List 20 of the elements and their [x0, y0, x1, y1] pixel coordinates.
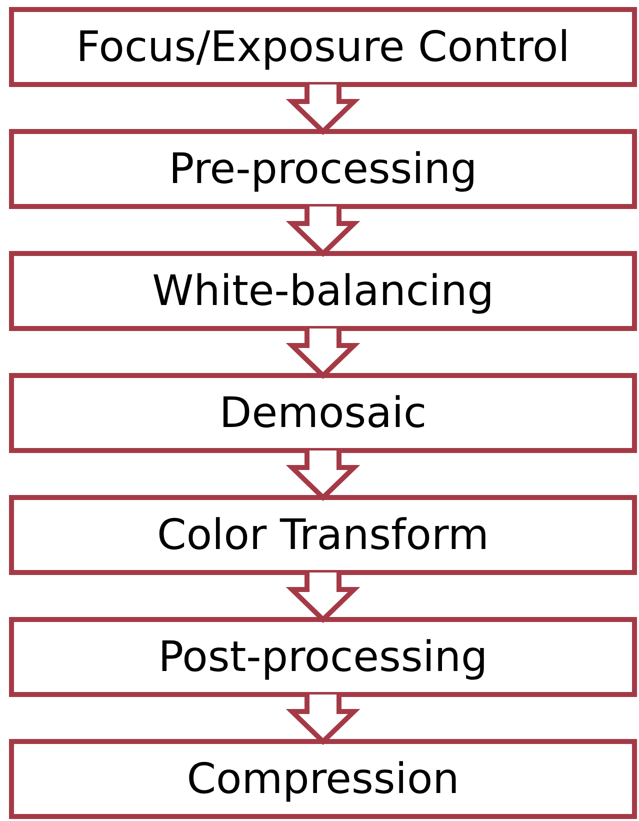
block-arrow [286, 326, 360, 379]
process-box [9, 373, 637, 453]
process-box [9, 739, 637, 819]
step-label: Post-processing [158, 636, 488, 678]
block-arrow [286, 448, 360, 501]
process-box [9, 617, 637, 697]
step-label: Color Transform [157, 514, 489, 556]
step-label: White-balancing [152, 270, 494, 312]
process-box [9, 495, 637, 575]
block-arrow [286, 570, 360, 623]
process-box [9, 7, 637, 87]
block-arrow [286, 692, 360, 745]
process-box [9, 251, 637, 331]
block-arrow [286, 204, 360, 257]
step-label: Compression [186, 758, 460, 800]
block-arrow [286, 82, 360, 135]
step-label: Pre-processing [168, 148, 478, 190]
process-box [9, 129, 637, 209]
step-label: Demosaic [219, 392, 427, 434]
step-label: Focus/Exposure Control [76, 26, 570, 68]
